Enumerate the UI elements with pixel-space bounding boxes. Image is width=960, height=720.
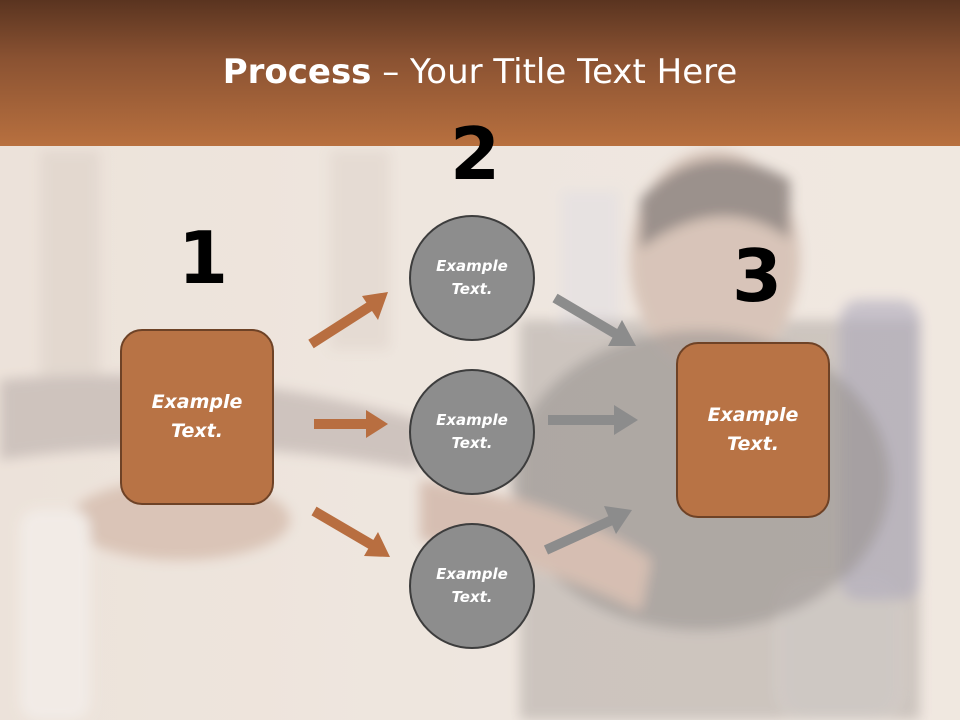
step-number-2: 2 — [450, 112, 501, 196]
circle-text-line2: Text. — [451, 280, 493, 298]
arrow-from-bottom-circle — [543, 506, 632, 555]
circle-text-line2: Text. — [451, 588, 493, 606]
step-number-3: 3 — [732, 234, 783, 318]
step-number-1: 1 — [178, 216, 229, 300]
arrow-from-top-circle — [552, 293, 636, 346]
arrow-to-top-circle — [308, 292, 388, 349]
arrow-from-middle-circle — [548, 405, 638, 435]
circle-text-line1: Example — [436, 257, 508, 275]
box-text-line1: Example — [707, 404, 799, 426]
arrow-to-bottom-circle — [311, 506, 390, 557]
title-bold: Process — [222, 52, 372, 92]
slide-title: Process – Your Title Text Here — [0, 52, 960, 92]
title-rest: – Your Title Text Here — [371, 52, 738, 92]
box-text-line2: Text. — [171, 420, 223, 442]
box-text-line2: Text. — [727, 433, 779, 455]
circle-text-line1: Example — [436, 411, 508, 429]
box-text-line1: Example — [151, 391, 243, 413]
circle-text-line2: Text. — [451, 434, 493, 452]
title-bar — [0, 0, 960, 146]
arrow-to-middle-circle — [314, 410, 388, 438]
circle-text-line1: Example — [436, 565, 508, 583]
